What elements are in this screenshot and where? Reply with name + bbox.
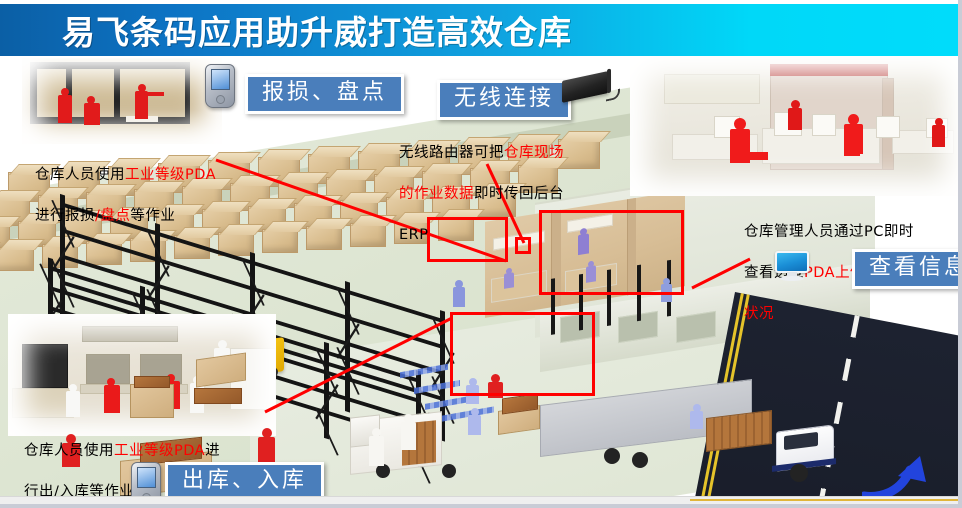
highlight-dock-loading-area <box>450 312 595 396</box>
note-outbound-inbound: 仓库人员使用工业等级PDA进 行出/入库等作业 <box>24 420 221 504</box>
cardboard-box <box>350 223 386 247</box>
note-text: 仓库人员使用 <box>35 166 125 183</box>
note-text-highlight: 工业等级PDA <box>125 166 217 183</box>
note-text-highlight: 工业等级PDA <box>114 442 206 459</box>
note-text: 仓库人员使用 <box>24 442 114 459</box>
cardboard-box <box>0 247 34 271</box>
note-wireless: 无线路由器可把仓库现场 的作业数据即时传回后台 ERP <box>399 122 564 266</box>
note-text: 等作业 <box>130 207 176 224</box>
bottom-accent-line <box>690 499 958 501</box>
monitor-icon <box>775 251 809 281</box>
badge-outbound-inbound[interactable]: 出库、入库 <box>165 462 325 502</box>
note-damage-inventory: 仓库人员使用工业等级PDA 进行报损/盘点等作业 <box>35 144 216 247</box>
pallet-crate <box>130 384 174 418</box>
note-text-highlight: PDA <box>804 264 836 281</box>
badge-damage-inventory[interactable]: 报损、盘点 <box>245 74 405 114</box>
note-text: 进行报损 <box>35 207 95 224</box>
delivery-truck-trailer <box>540 378 870 482</box>
cardboard-box <box>306 226 342 250</box>
note-text: ERP <box>399 226 429 243</box>
note-text-highlight: /盘点 <box>95 207 131 224</box>
cardboard-box <box>558 139 600 169</box>
inset-photo-office <box>630 56 958 196</box>
note-text: 无线路由器可把 <box>399 144 504 161</box>
page-title: 易飞条码应用助升威打造高效仓库 <box>62 13 572 52</box>
badge-view-info[interactable]: 查看信息 <box>852 249 958 289</box>
brown-crate <box>134 376 170 388</box>
note-text-highlight: 的作业数据 <box>399 185 474 202</box>
pda-icon <box>205 64 235 108</box>
inset-photo-packing-room <box>8 314 276 436</box>
brown-crate <box>194 388 242 404</box>
highlight-office-workstations <box>539 210 684 295</box>
note-text-highlight: 状况 <box>744 305 774 322</box>
note-text: 仓库管理人员通过PC即时 <box>744 223 914 240</box>
cardboard-box <box>262 229 298 253</box>
white-box-truck <box>350 411 476 484</box>
bottom-strip <box>0 496 958 504</box>
badge-wireless[interactable]: 无线连接 <box>437 80 572 120</box>
note-text: 即时传回后台 <box>474 185 564 202</box>
note-text: 行出/入库等作业 <box>24 483 135 500</box>
note-text: 进 <box>205 442 221 459</box>
note-text-highlight: 仓库现场 <box>504 144 564 161</box>
inset-photo-receiving-door <box>22 58 222 144</box>
title-banner: 易飞条码应用助升威打造高效仓库 <box>0 4 958 59</box>
